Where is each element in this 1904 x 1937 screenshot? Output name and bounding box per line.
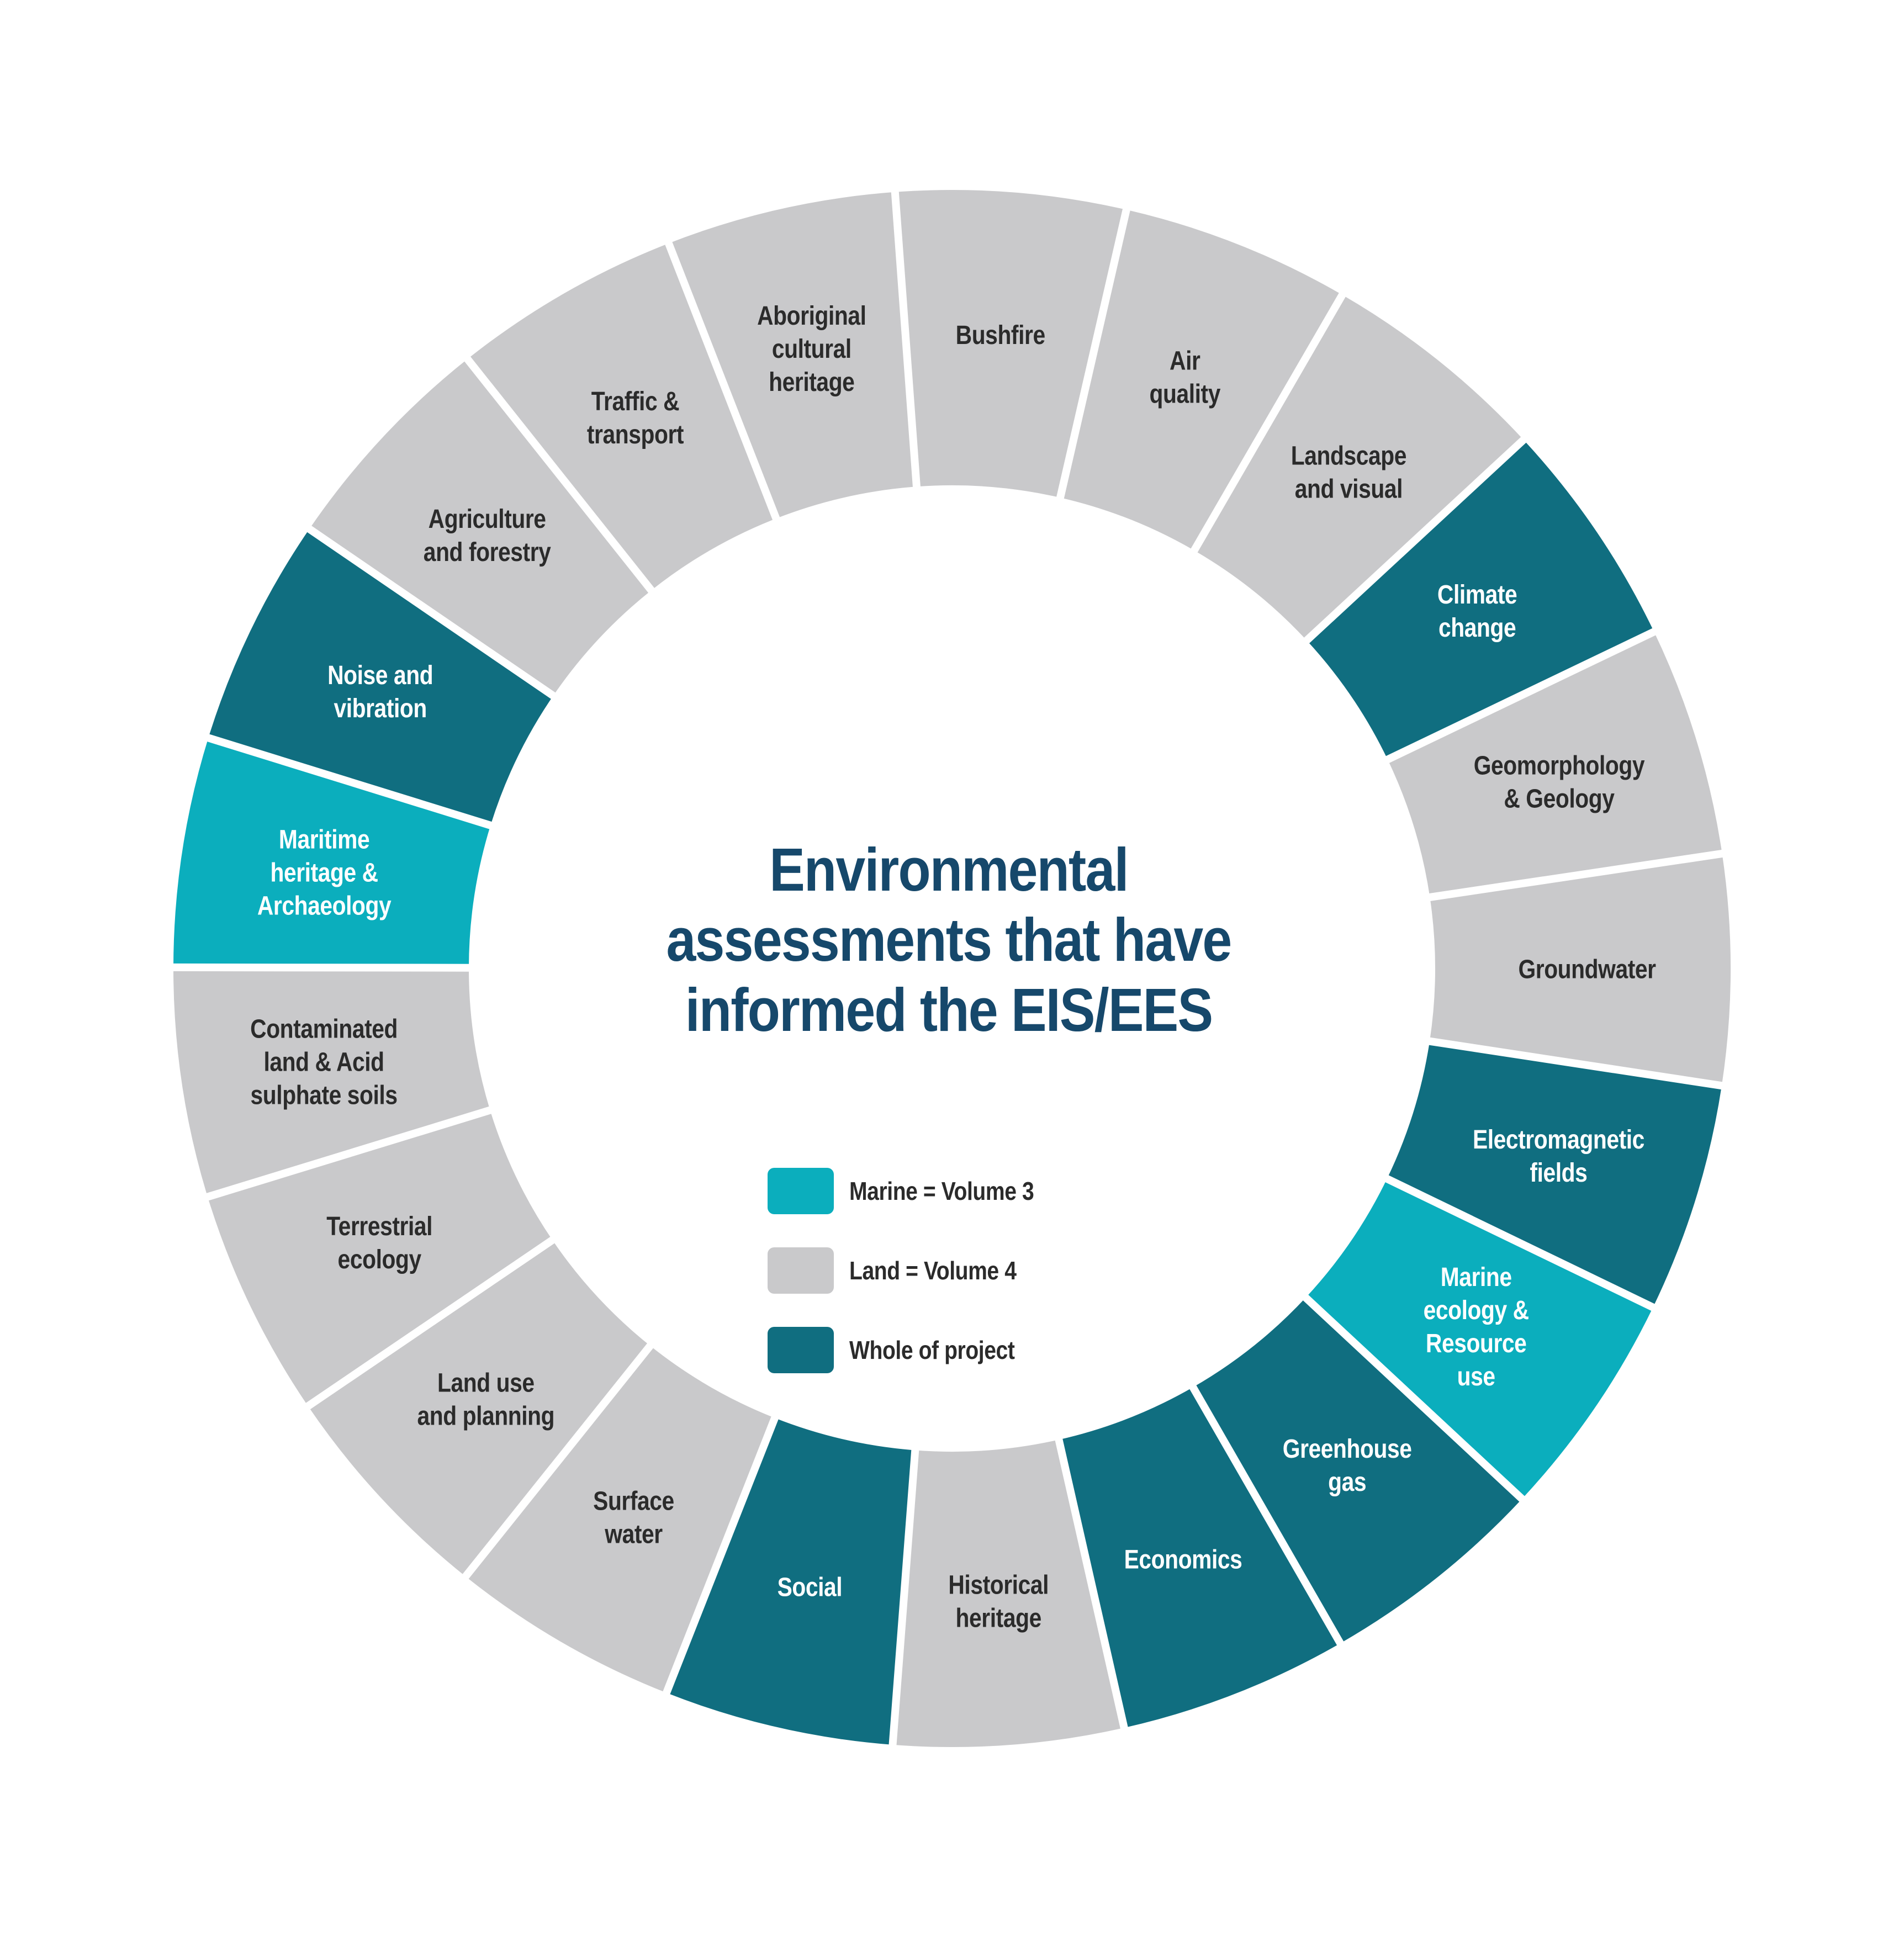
segment-label-groundwater: Groundwater <box>1518 955 1656 984</box>
segment-divider <box>1187 287 1349 558</box>
ring-segments <box>173 190 1731 1747</box>
segment-historical-heritage <box>892 1439 1124 1747</box>
segment-electromagnetic-fields <box>1387 1041 1722 1308</box>
segment-economics <box>1059 1387 1341 1728</box>
segment-groundwater <box>1430 853 1731 1086</box>
chart-title-line-3: informed the EIS/EES <box>685 976 1213 1044</box>
segment-label-economics: Economics <box>1124 1546 1242 1575</box>
legend-item-whole: Whole of project <box>768 1327 1044 1373</box>
segment-contaminated-land-acid-sulphate-soils <box>173 967 490 1197</box>
segment-divider <box>1299 432 1531 648</box>
chart-title: Environmental assessments that have info… <box>609 835 1289 1045</box>
segment-dividers <box>166 185 1730 1752</box>
segment-divider <box>890 185 921 494</box>
segment-divider <box>660 1410 781 1701</box>
segment-divider <box>300 1233 560 1414</box>
segment-air-quality <box>1060 209 1342 551</box>
legend-label-marine: Marine = Volume 3 <box>849 1177 1034 1205</box>
segment-divider <box>166 963 476 972</box>
segment-label-geomorphology-geology: Geomorphology& Geology <box>1474 751 1645 813</box>
segment-label-social: Social <box>778 1573 843 1602</box>
chart-title-line-2: assessments that have <box>666 906 1232 974</box>
segment-noise-and-vibration <box>208 529 553 825</box>
segment-divider <box>1055 202 1132 505</box>
legend-swatch-marine <box>768 1168 834 1214</box>
legend-swatch-whole <box>768 1327 834 1373</box>
legend-label-land: Land = Volume 4 <box>849 1256 1017 1285</box>
segment-divider <box>458 1338 658 1584</box>
segment-landscape-and-visual <box>1194 295 1524 641</box>
segment-terrestrial-ecology <box>208 1110 553 1406</box>
segment-divider <box>1422 1036 1729 1091</box>
segment-land-use-and-planning <box>308 1240 650 1577</box>
segment-divider <box>1379 1172 1661 1314</box>
legend-label-whole: Whole of project <box>849 1336 1015 1364</box>
segment-divider <box>302 522 561 703</box>
segment-divider <box>200 732 498 832</box>
legend-item-land: Land = Volume 4 <box>768 1247 1046 1294</box>
segment-climate-change <box>1307 440 1654 760</box>
legend-item-marine: Marine = Volume 3 <box>768 1168 1066 1214</box>
segment-divider <box>1380 625 1662 766</box>
segment-divider <box>200 1104 498 1203</box>
segment-divider <box>1422 849 1730 902</box>
segment-divider <box>1186 1379 1347 1652</box>
segment-agriculture-and-forestry <box>309 359 652 696</box>
chart-title-line-1: Environmental <box>769 836 1129 904</box>
segment-marine-ecology-resource-use <box>1305 1178 1653 1499</box>
segment-divider <box>460 351 659 598</box>
segment-divider <box>888 1443 920 1752</box>
segment-divider <box>1298 1290 1530 1506</box>
segment-bushfire <box>895 190 1126 498</box>
segment-social <box>666 1418 916 1745</box>
segment-divider <box>662 235 782 526</box>
segment-label-traffic-transport: Traffic &transport <box>587 387 684 449</box>
segment-geomorphology-geology <box>1387 632 1722 897</box>
segment-label-bushfire: Bushfire <box>956 321 1045 350</box>
segment-aboriginal-cultural-heritage <box>668 192 917 518</box>
segment-maritime-heritage-archaeology <box>173 738 491 968</box>
segment-greenhouse-gas <box>1193 1298 1522 1644</box>
segment-divider <box>1053 1432 1130 1735</box>
legend-swatch-land <box>768 1247 834 1294</box>
